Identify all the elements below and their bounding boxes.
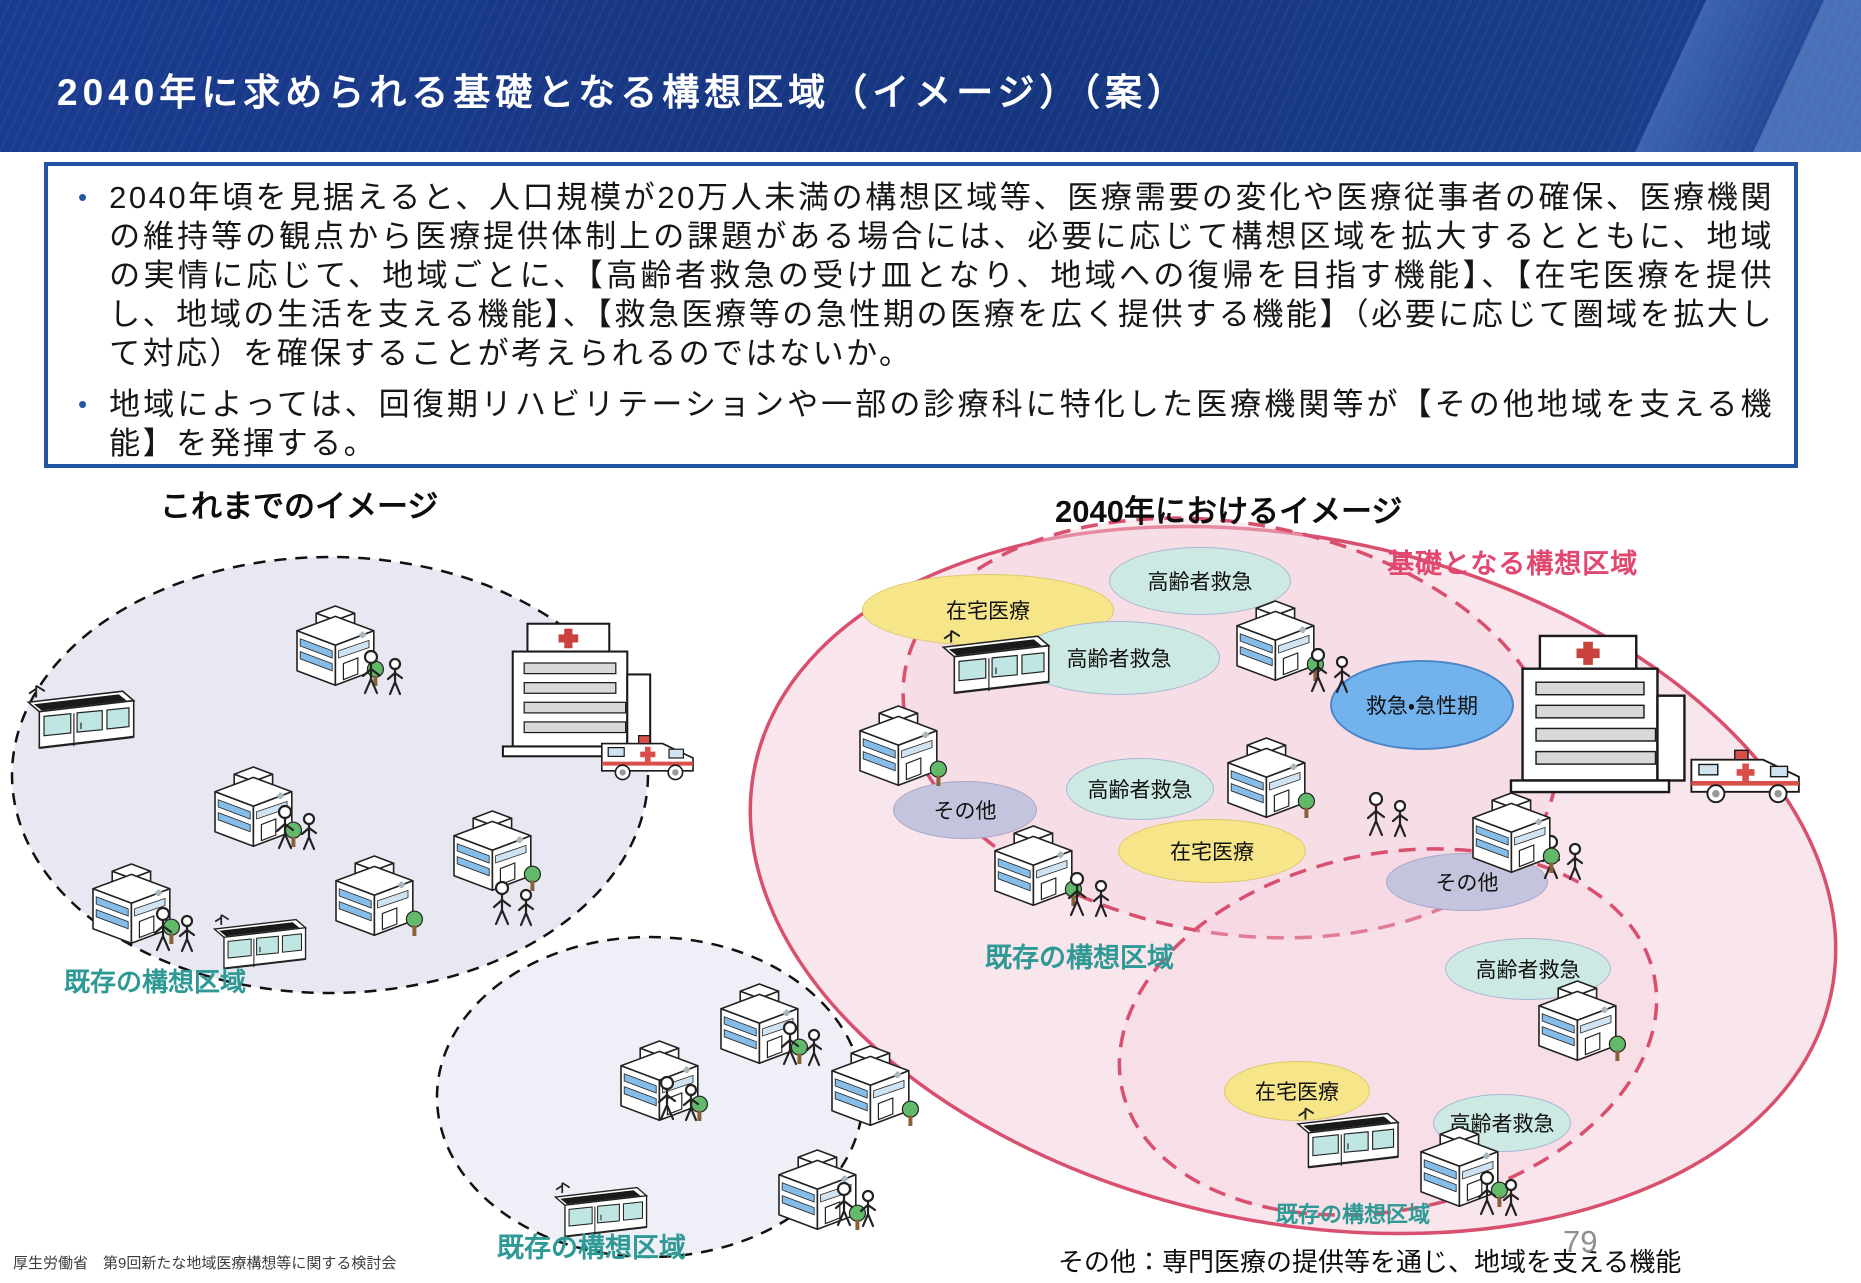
footnote: その他：専門医療の提供等を通じ、地域を支える機能 bbox=[1058, 1247, 1682, 1277]
hospital-icon bbox=[1465, 785, 1561, 881]
bullet-icon: • bbox=[78, 389, 88, 419]
title-bar: 2040年に求められる基礎となる構想区域（イメージ）（案） bbox=[0, 0, 1861, 152]
function-bubble-home: 在宅医療 bbox=[1224, 1061, 1370, 1121]
summary-bullet-2-text: 地域によっては、回復期リハビリテーションや一部の診療科に特化した医療機関等が【そ… bbox=[109, 387, 1774, 461]
hospital-icon bbox=[1220, 730, 1316, 826]
summary-bullet-2: • 地域によっては、回復期リハビリテーションや一部の診療科に特化した医療機関等が… bbox=[62, 385, 1774, 463]
people-icon bbox=[830, 1180, 882, 1236]
page-title: 2040年に求められる基礎となる構想区域（イメージ）（案） bbox=[57, 72, 1189, 113]
function-bubble-acute: 救急・急性期 bbox=[1330, 660, 1514, 750]
bubble-label: 高齢者救急 bbox=[1066, 648, 1172, 671]
bubble-label: 在宅医療 bbox=[1170, 841, 1254, 864]
clinic-icon bbox=[937, 621, 1055, 701]
base-region-label: 基礎となる構想区域 bbox=[1387, 549, 1639, 579]
hospital-icon bbox=[328, 848, 424, 944]
bullet-icon: • bbox=[78, 182, 88, 212]
existing-region-label-2: 既存の構想区域 bbox=[1276, 1202, 1431, 1227]
bubble-label: 救急・急性期 bbox=[1365, 695, 1479, 718]
people-icon bbox=[1473, 1169, 1525, 1225]
hospital-icon bbox=[824, 1038, 920, 1134]
existing-region-label-1: 既存の構想区域 bbox=[985, 943, 1174, 973]
people-icon bbox=[1063, 870, 1115, 926]
function-bubble-elderly: 高齢者救急 bbox=[1109, 547, 1291, 615]
people-icon bbox=[357, 648, 409, 704]
old-region-label-1: 既存の構想区域 bbox=[64, 967, 247, 997]
bubble-label: 在宅医療 bbox=[1255, 1081, 1339, 1104]
people-icon bbox=[271, 803, 323, 859]
bubble-label: 高齢者救急 bbox=[1147, 571, 1253, 594]
bubble-label: 在宅医療 bbox=[946, 600, 1030, 623]
summary-bullet-1: • 2040年頃を見据えると、人口規模が20万人未満の構想区域等、医療需要の変化… bbox=[62, 178, 1774, 373]
ambulance-icon bbox=[1684, 739, 1810, 805]
people-icon bbox=[1362, 790, 1414, 846]
people-icon bbox=[488, 879, 540, 935]
bubble-label: その他 bbox=[933, 800, 997, 823]
bubble-label: 高齢者救急 bbox=[1449, 1113, 1555, 1136]
function-bubble-elderly: 高齢者救急 bbox=[1066, 758, 1214, 820]
ambulance-icon bbox=[596, 726, 702, 782]
bubble-label: その他 bbox=[1435, 872, 1499, 895]
function-bubble-other: その他 bbox=[893, 781, 1037, 839]
right-diagram-title: 2040年におけるイメージ bbox=[1055, 494, 1403, 529]
old-region-label-2: 既存の構想区域 bbox=[497, 1233, 686, 1263]
bubble-label: 高齢者救急 bbox=[1087, 779, 1193, 802]
function-bubble-home: 在宅医療 bbox=[1118, 819, 1306, 883]
bighospital-icon bbox=[1484, 631, 1696, 797]
left-diagram-title: これまでのイメージ bbox=[160, 489, 439, 524]
page-number: 79 bbox=[1563, 1224, 1598, 1259]
bubble-label: 高齢者救急 bbox=[1475, 959, 1581, 982]
people-icon bbox=[776, 1019, 828, 1075]
hospital-icon bbox=[852, 698, 948, 794]
hospital-icon bbox=[1531, 973, 1627, 1069]
people-icon bbox=[149, 905, 201, 961]
summary-bullet-1-text: 2040年頃を見据えると、人口規模が20万人未満の構想区域等、医療需要の変化や医… bbox=[109, 180, 1774, 371]
source-caption: 厚生労働省 第9回新たな地域医療構想等に関する検討会 bbox=[13, 1255, 397, 1272]
people-icon bbox=[653, 1074, 705, 1130]
clinic-icon bbox=[1292, 1100, 1404, 1174]
function-bubble-elderly: 高齢者救急 bbox=[1018, 621, 1220, 695]
people-icon bbox=[1304, 646, 1356, 702]
clinic-icon bbox=[22, 676, 140, 756]
summary-box: • 2040年頃を見据えると、人口規模が20万人未満の構想区域等、医療需要の変化… bbox=[44, 162, 1798, 468]
